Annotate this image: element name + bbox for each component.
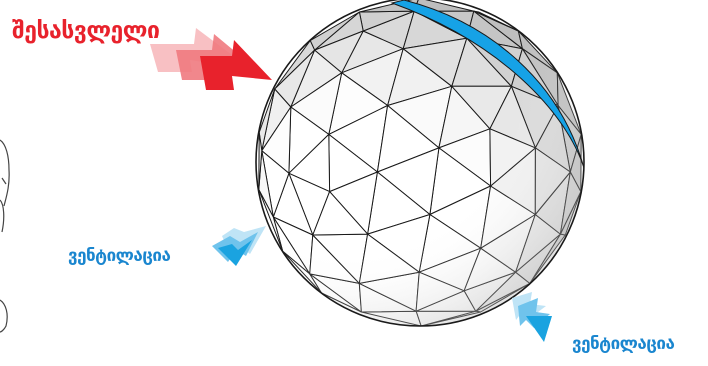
person-sketch-icon [0, 140, 9, 332]
ventilation-arrow-icon [212, 226, 266, 266]
ventilation-label-right: ვენტილაცია [572, 334, 674, 354]
entrance-arrow-icon [150, 28, 272, 90]
entrance-label: შესასვლელი [12, 18, 159, 44]
geodesic-dome [256, 0, 584, 326]
ventilation-label-left: ვენტილაცია [68, 246, 170, 266]
ventilation-arrow-icon [512, 292, 552, 342]
